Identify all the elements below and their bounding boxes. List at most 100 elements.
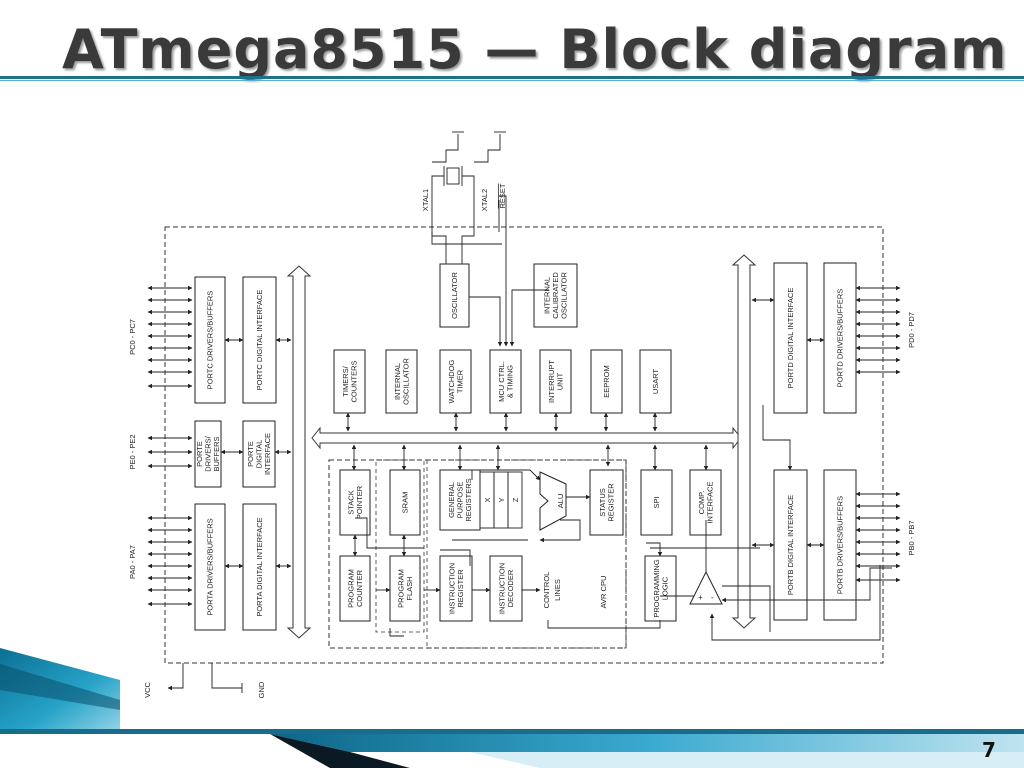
core-boundary-inner [426, 459, 627, 649]
portd-digital-block: PORTD DIGITAL INTERFACE [773, 262, 808, 414]
pin-label-vcc: VCC [143, 682, 152, 698]
spi-label: SPI [652, 496, 661, 508]
memory-boundary [375, 459, 425, 633]
program-flash-label: FLASH [405, 576, 414, 600]
pin-label-porte: PE0 - PE2 [128, 434, 137, 469]
stack-pointer-label: STACK [346, 490, 355, 514]
slide-decoration [0, 76, 1024, 768]
pin-label-portb: PB0 - PB7 [907, 520, 916, 555]
program-flash-label: PROGRAM [396, 569, 405, 608]
general-purpose-registers-label: REGISTERS [464, 478, 473, 521]
sram-label: SRAM [401, 492, 410, 514]
avr-cpu-label: AVR CPU [599, 576, 608, 609]
comparator-plus-label: + [698, 593, 703, 602]
portd-drivers-label: PORTD DRIVERS/BUFFERS [836, 289, 845, 388]
comparator-minus-label: - [711, 593, 714, 602]
slide-title: ATmega8515 — Block diagram [62, 18, 1008, 81]
porte-digital-label: INTERFACE [263, 433, 272, 475]
program-counter-label: COUNTER [355, 569, 364, 607]
mcu-ctrl-timing-block: MCU CTRL.& TIMING [489, 349, 522, 414]
status-register-label: REGISTER [606, 483, 615, 522]
xtal1-label: XTAL1 [421, 189, 430, 211]
chip-boundary [164, 226, 884, 664]
status-register-label: STATUS [598, 488, 607, 516]
porte-digital-label: PORTE [246, 441, 255, 467]
interrupt-unit-label: INTERRUPT [547, 360, 556, 403]
porte-drivers-label: PORTE [195, 441, 204, 467]
connections [147, 131, 901, 693]
eeprom-label: EEPROM [602, 365, 611, 398]
portc-digital-block: PORTC DIGITAL INTERFACE [242, 276, 277, 404]
oscillator-block: OSCILLATOR [439, 263, 470, 328]
sram-block: SRAM [389, 469, 421, 536]
instruction-decoder-label: DECODER [506, 569, 515, 607]
porta-digital-label: PORTA DIGITAL INTERFACE [255, 517, 264, 616]
porta-drivers-block: PORTA DRIVERS/BUFFERS [194, 503, 226, 631]
portb-digital-block: PORTB DIGITAL INTERFACE [773, 469, 808, 621]
pin-label-gnd: GND [257, 681, 266, 698]
usart-label: USART [651, 368, 660, 394]
porta-drivers-label: PORTA DRIVERS/BUFFERS [206, 518, 215, 615]
program-counter-label: PROGRAM [346, 569, 355, 608]
interrupt-unit-label: UNIT [555, 372, 564, 390]
portb-digital-label: PORTB DIGITAL INTERFACE [786, 495, 795, 595]
timers-counters-block: TIMERS/COUNTERS [333, 349, 366, 414]
comp-interface-label: COMP. [697, 491, 706, 515]
internal-calibrated-oscillator-label: OSCILLATOR [560, 272, 569, 319]
internal-calibrated-oscillator-label: CALIBRATED [551, 272, 560, 319]
register-y-label: Y [497, 497, 506, 502]
pin-label-portc: PC0 - PC7 [128, 319, 137, 355]
internal-oscillator-label: INTERNAL [393, 363, 402, 400]
portd-digital-label: PORTD DIGITAL INTERFACE [786, 288, 795, 389]
watchdog-timer-label: WATCHDOG [447, 359, 456, 403]
instruction-decoder-label: INSTRUCTION [497, 563, 506, 614]
general-purpose-registers-label: PURPOSE [456, 482, 465, 519]
index-registers [479, 471, 523, 529]
programming-logic-label: LOGIC [660, 576, 669, 600]
reset-label: RESET [498, 183, 507, 208]
eeprom-block: EEPROM [590, 349, 623, 414]
alu: ALU [539, 471, 567, 531]
register-z-label: Z [511, 497, 520, 502]
porte-drivers-label: BUFFERS [212, 436, 221, 471]
portc-digital-label: PORTC DIGITAL INTERFACE [255, 290, 264, 391]
register-x-label: X [483, 497, 492, 502]
pin-label-portd: PD0 - PD7 [907, 312, 916, 348]
porta-digital-block: PORTA DIGITAL INTERFACE [242, 503, 277, 631]
portb-drivers-block: PORTB DRIVERS/BUFFERS [823, 469, 857, 621]
watchdog-timer-label: TIMER [455, 369, 464, 393]
mcu-ctrl-timing-label: & TIMING [505, 365, 514, 398]
general-purpose-registers-label: GENERAL [447, 482, 456, 518]
timers-counters-label: TIMERS/ [341, 365, 350, 396]
mcu-ctrl-timing-label: MCU CTRL. [497, 361, 506, 402]
comp-interface-block: COMP.INTERFACE [689, 469, 722, 536]
control-lines-label-1: CONTROL [542, 572, 551, 609]
timers-counters-label: COUNTERS [349, 360, 358, 402]
porte-drivers-label: DRIVERS/ [204, 435, 213, 471]
xtal2-label: XTAL2 [480, 189, 489, 211]
portb-drivers-label: PORTB DRIVERS/BUFFERS [836, 496, 845, 594]
usart-block: USART [639, 349, 672, 414]
analog-comparator: + - [689, 570, 723, 605]
spi-block: SPI [640, 469, 673, 536]
control-lines-label-2: LINES [553, 579, 562, 601]
alu-label: ALU [556, 494, 565, 509]
programming-logic-label: PROGRAMMING [652, 559, 661, 618]
data-bus [286, 254, 757, 639]
portc-drivers-block: PORTC DRIVERS/BUFFERS [194, 276, 226, 404]
pin-label-porta: PA0 - PA7 [128, 545, 137, 579]
comp-interface-label: INTERFACE [705, 481, 714, 523]
oscillator-label: OSCILLATOR [450, 272, 459, 319]
instruction-register-label: INSTRUCTION [447, 563, 456, 614]
